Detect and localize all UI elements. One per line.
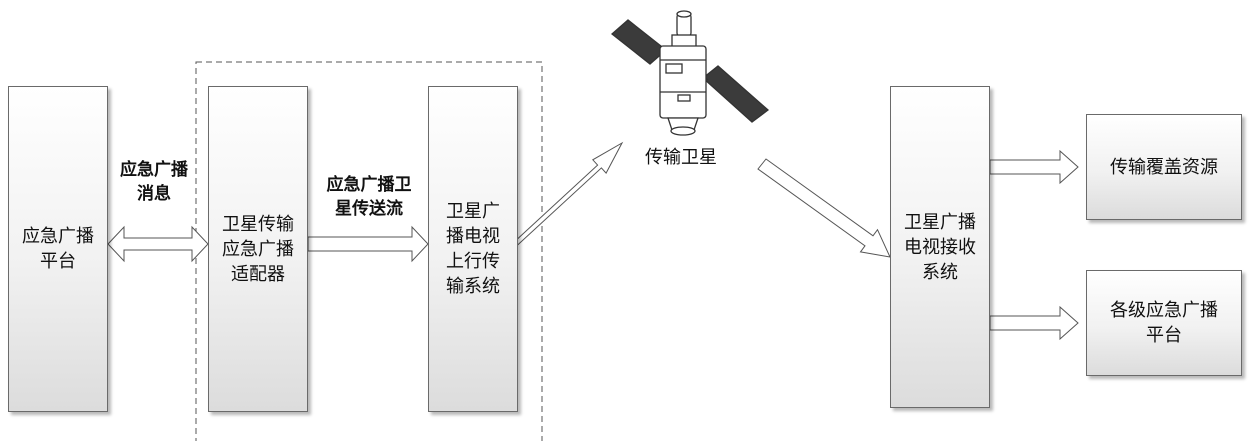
coverage-resources-label: 传输覆盖资源 bbox=[1110, 156, 1218, 178]
arrow-to-coverage-resources bbox=[989, 149, 1079, 185]
satellite-adapter-label: 卫星传输 应急广播 适配器 bbox=[222, 213, 294, 285]
message-edge-label: 应急广播 消息 bbox=[120, 160, 188, 204]
satellite-icon bbox=[610, 10, 770, 136]
satellite-label: 传输卫星 bbox=[645, 147, 717, 168]
arrow-adapter-to-uplink bbox=[307, 225, 429, 263]
arrow-to-levels-platform bbox=[989, 305, 1079, 341]
levels-platform-box: 各级应急广播 平台 bbox=[1086, 270, 1242, 376]
levels-platform-label: 各级应急广播 平台 bbox=[1110, 300, 1218, 346]
receive-system-box: 卫星广播 电视接收 系统 bbox=[890, 86, 990, 408]
satellite-adapter-box: 卫星传输 应急广播 适配器 bbox=[208, 86, 308, 412]
coverage-resources-box: 传输覆盖资源 bbox=[1086, 114, 1242, 220]
bidirectional-arrow-platform-adapter bbox=[107, 225, 209, 263]
emergency-broadcast-platform-box: 应急广播 平台 bbox=[8, 86, 108, 412]
receive-system-label: 卫星广播 电视接收 系统 bbox=[904, 211, 976, 283]
emergency-broadcast-platform-label: 应急广播 平台 bbox=[22, 226, 94, 272]
uplink-system-label: 卫星广 播电视 上行传 输系统 bbox=[446, 201, 500, 297]
stream-edge-label: 应急广播卫 星传送流 bbox=[326, 175, 412, 219]
arrow-uplink-to-satellite bbox=[508, 141, 624, 250]
arrow-satellite-to-receive bbox=[757, 158, 891, 258]
uplink-system-box: 卫星广 播电视 上行传 输系统 bbox=[428, 86, 518, 412]
